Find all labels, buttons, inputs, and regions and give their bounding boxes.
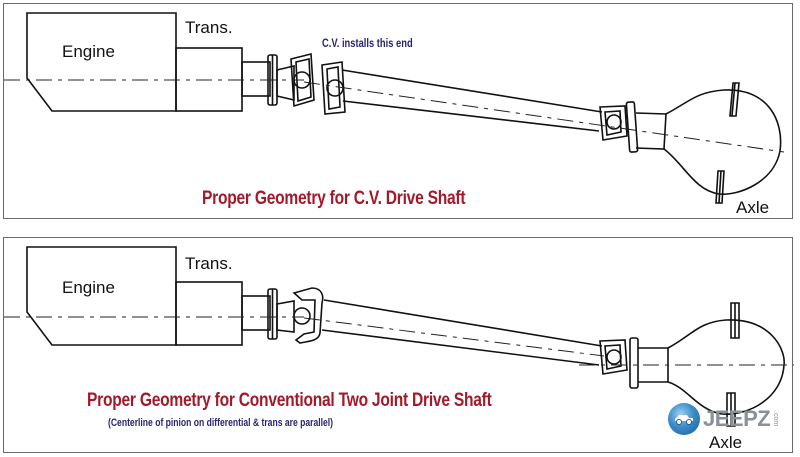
transmission-label: Trans. — [185, 254, 233, 273]
axle-label: Axle — [709, 433, 743, 452]
jeep-icon — [668, 403, 700, 435]
two-joint-diagram-title: Proper Geometry for Conventional Two Joi… — [87, 390, 492, 411]
two-joint-drive-shaft-diagram: Engine Trans. Proper Geometry for Conven… — [3, 237, 794, 453]
axle-label: Axle — [736, 198, 770, 217]
jeepz-brand-text: JEEPZ — [703, 406, 771, 431]
cv-drive-shaft-diagram: Engine Trans. C.V. installs this end Pro… — [3, 3, 793, 219]
cv-drive-shaft-drawing — [4, 12, 785, 204]
jeepz-watermark: JEEPZ .com — [668, 401, 779, 437]
parallel-centerline-note: (Centerline of pinion on differential & … — [108, 417, 334, 429]
transmission-label: Trans. — [185, 18, 233, 37]
two-joint-drive-shaft-drawing — [4, 246, 794, 427]
engine-block-shape — [26, 12, 177, 112]
jeepz-domain-suffix: .com — [772, 411, 780, 427]
cv-diagram-title: Proper Geometry for C.V. Drive Shaft — [202, 188, 466, 209]
engine-label: Engine — [62, 42, 115, 61]
cv-install-note: C.V. installs this end — [322, 36, 413, 50]
engine-label: Engine — [62, 278, 115, 297]
